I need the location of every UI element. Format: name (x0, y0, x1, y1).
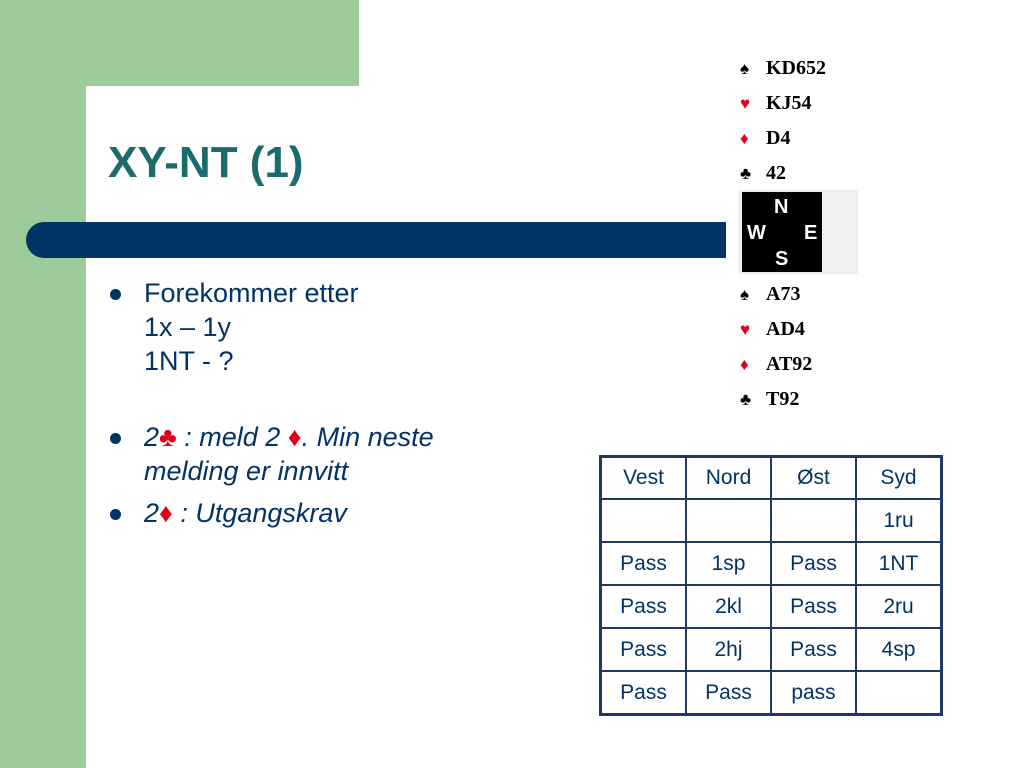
top-right-area (359, 0, 1024, 86)
bidding-row: Pass 2hj Pass 4sp (599, 627, 943, 672)
cards: A73 (766, 283, 801, 305)
bullet-text: : Utgangskrav (172, 498, 347, 528)
title-underline-bar (26, 222, 726, 258)
bullet-item-occurs-after: Forekommer etter 1x – 1y 1NT - ? (108, 276, 528, 378)
cards: AD4 (766, 318, 805, 340)
bid-cell: Pass (770, 584, 857, 629)
bid-level: 2 (144, 498, 160, 528)
bid-cell: 2hj (685, 627, 772, 672)
bullet-dot (110, 509, 121, 520)
bid-cell: Pass (599, 670, 687, 716)
header-east: Øst (770, 455, 857, 500)
bullet-line: 1NT - ? (144, 346, 234, 376)
bid-cell (855, 670, 943, 716)
bullet-line: 1x – 1y (144, 312, 232, 342)
hand-row-diamonds: ♦ AT92 (740, 347, 812, 382)
club-suit-icon: ♣ (159, 422, 177, 452)
diamond-suit-icon: ♦ (740, 129, 749, 148)
cards: AT92 (766, 353, 813, 375)
bid-cell: pass (770, 670, 857, 716)
cards: 42 (766, 162, 786, 184)
bullet-list: Forekommer etter 1x – 1y 1NT - ? 2♣ : me… (108, 276, 528, 530)
bid-cell: 1ru (855, 498, 943, 543)
bid-cell: Pass (685, 670, 772, 716)
bid-cell: 1sp (685, 541, 772, 586)
hand-row-hearts: ♥ KJ54 (740, 86, 826, 121)
bid-cell (685, 498, 772, 543)
diamond-suit-icon: ♦ (159, 498, 173, 528)
bidding-row: 1ru (599, 498, 943, 543)
bullet-text: : meld 2 (176, 422, 288, 452)
bullet-line: melding er innvitt (144, 456, 349, 486)
bid-cell: Pass (599, 627, 687, 672)
header-south: Syd (855, 455, 943, 500)
compass-south: S (775, 248, 789, 270)
left-green-band (0, 0, 86, 768)
bullet-line: Forekommer etter (144, 278, 359, 308)
hand-row-clubs: ♣ T92 (740, 382, 812, 417)
bullet-dot (110, 289, 121, 300)
bid-cell: 2kl (685, 584, 772, 629)
bid-cell: 4sp (855, 627, 943, 672)
bid-cell (599, 498, 687, 543)
bullet-text: . Min neste (301, 422, 434, 452)
bid-cell: Pass (599, 541, 687, 586)
bid-cell: 2ru (855, 584, 943, 629)
bid-cell (770, 498, 857, 543)
club-suit-icon: ♣ (740, 390, 752, 409)
bidding-header-row: Vest Nord Øst Syd (599, 455, 943, 500)
spade-suit-icon: ♠ (740, 285, 750, 304)
hand-row-spades: ♠ KD652 (740, 51, 826, 86)
cards: D4 (766, 127, 791, 149)
content-corner (86, 86, 126, 126)
heart-suit-icon: ♥ (740, 320, 751, 339)
compass-west: W (747, 222, 766, 244)
bid-cell: Pass (770, 541, 857, 586)
compass-north: N (774, 196, 789, 218)
cards: KD652 (766, 57, 826, 79)
cards: KJ54 (766, 92, 812, 114)
spade-suit-icon: ♠ (740, 59, 750, 78)
bullet-line: 2♣ : meld 2 ♦. Min neste (144, 420, 528, 454)
hand-row-hearts: ♥ AD4 (740, 312, 812, 347)
bidding-table: Vest Nord Øst Syd 1ru Pass 1sp Pass 1NT … (599, 455, 943, 716)
hand-row-diamonds: ♦ D4 (740, 121, 826, 156)
bidding-row: Pass 2kl Pass 2ru (599, 584, 943, 629)
bullet-item-2-clubs: 2♣ : meld 2 ♦. Min neste melding er innv… (108, 420, 528, 488)
bid-cell: 1NT (855, 541, 943, 586)
slide-title: XY-NT (1) (108, 138, 304, 187)
bidding-row: Pass 1sp Pass 1NT (599, 541, 943, 586)
compass-east: E (804, 222, 818, 244)
hand-row-spades: ♠ A73 (740, 277, 812, 312)
bidding-row: Pass Pass pass (599, 670, 943, 716)
bid-cell: Pass (770, 627, 857, 672)
bid-cell: Pass (599, 584, 687, 629)
north-hand: ♠ KD652 ♥ KJ54 ♦ D4 ♣ 42 (740, 51, 826, 191)
bullet-line: 2♦ : Utgangskrav (144, 496, 528, 530)
bid-level: 2 (144, 422, 160, 452)
header-north: Nord (685, 455, 772, 500)
cards: T92 (766, 388, 800, 410)
compass-box: N W E S (742, 192, 822, 272)
south-hand: ♠ A73 ♥ AD4 ♦ AT92 ♣ T92 (740, 277, 812, 417)
header-west: Vest (599, 455, 687, 500)
bullet-item-2-diamonds: 2♦ : Utgangskrav (108, 496, 528, 530)
hand-row-clubs: ♣ 42 (740, 156, 826, 191)
top-green-band (86, 0, 359, 86)
club-suit-icon: ♣ (740, 164, 752, 183)
bullet-dot (110, 433, 121, 444)
heart-suit-icon: ♥ (740, 94, 751, 113)
diamond-suit-icon: ♦ (740, 355, 749, 374)
diamond-suit-icon: ♦ (287, 422, 302, 452)
